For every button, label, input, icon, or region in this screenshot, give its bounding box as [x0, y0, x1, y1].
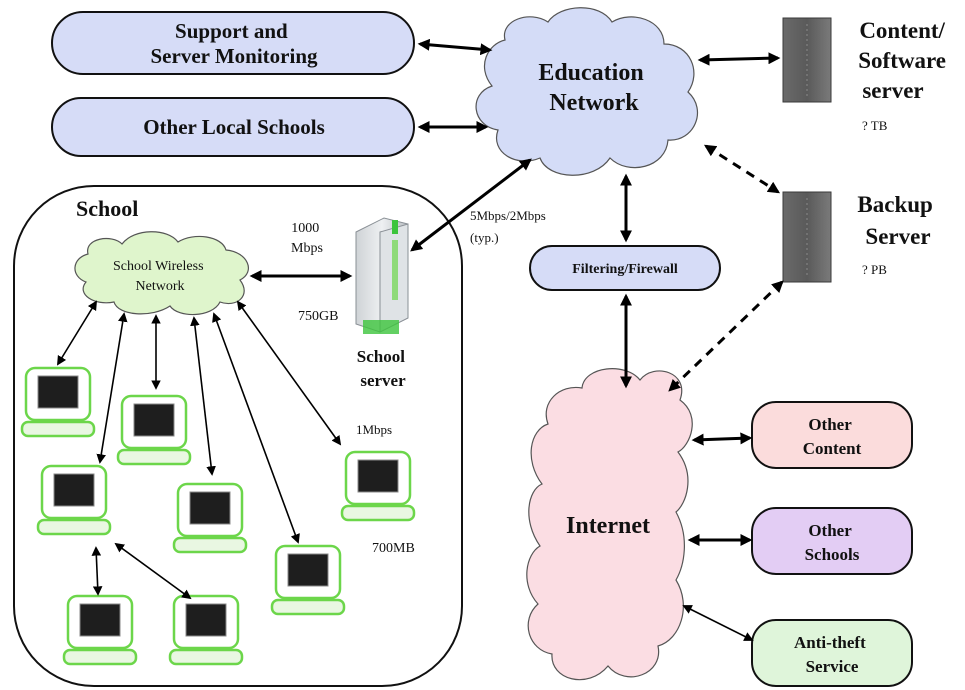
arrow-wireless-laptop6	[236, 300, 342, 446]
other-schools-node: Other Schools	[751, 507, 913, 575]
svg-text:Content/ Software: Content/ Software server	[858, 18, 951, 103]
arrow-backup-internet	[668, 280, 784, 392]
svg-text:Other Schools: Other Schools	[805, 521, 860, 564]
support-label-line2: Server Monitoring	[151, 44, 318, 68]
backup-server-node: Backup Server ? PB	[782, 191, 938, 283]
other-local-schools-label: Other Local Schools	[143, 115, 325, 139]
school-server-icon	[355, 217, 409, 334]
laptop-speed-label: 1Mbps	[356, 422, 392, 437]
laptops	[20, 366, 416, 666]
laptop-icon	[20, 366, 96, 438]
backup-server-line2: Server	[865, 224, 930, 249]
other-schools-line1: Other	[808, 521, 852, 540]
anti-theft-node: Anti-theft Service	[751, 619, 913, 687]
content-server-line1: Content/	[859, 18, 945, 43]
internet-label: Internet	[566, 513, 650, 539]
support-label-line1: Support and	[175, 19, 288, 43]
school-server-node: School server	[355, 217, 409, 390]
arrow-edu-backup	[703, 144, 781, 194]
anti-theft-line2: Service	[806, 657, 859, 676]
other-content-line2: Content	[803, 439, 862, 458]
other-local-schools-node: Other Local Schools	[51, 97, 415, 157]
filtering-firewall-node: Filtering/Firewall	[529, 245, 721, 291]
uplink-speed-label: 5Mbps/2Mbps (typ.)	[470, 208, 549, 245]
content-server-node: Content/ Software server ? TB	[782, 17, 951, 133]
school-boundary: School	[13, 185, 463, 687]
laptop-icon	[340, 450, 416, 522]
other-content-node: Other Content	[751, 401, 913, 469]
laptop-icon	[270, 544, 346, 616]
arrow-edu-content	[697, 52, 781, 66]
arrow-internet-antitheft	[682, 605, 754, 641]
support-monitoring-node: Support and Server Monitoring	[51, 11, 415, 75]
backup-server-line1: Backup	[857, 192, 932, 217]
education-network-line1: Education	[538, 60, 643, 86]
arrow-laptop3-laptop7	[91, 546, 103, 596]
laptop-icon	[62, 594, 138, 666]
wireless-line1: School Wireless	[113, 259, 204, 274]
education-network-line2: Network	[549, 90, 639, 116]
server-storage-label: 750GB	[298, 309, 338, 324]
svg-text:Education Network: Education Network	[538, 60, 649, 116]
arrow-wireless-laptop3	[96, 312, 128, 464]
wireless-line2: Network	[136, 279, 185, 294]
laptop-icon	[168, 594, 244, 666]
svg-text:School server: School server	[357, 347, 409, 390]
education-network-cloud: Education Network	[475, 7, 699, 176]
filtering-label: Filtering/Firewall	[572, 262, 678, 277]
connections	[56, 38, 784, 641]
laptop-icon	[172, 482, 248, 554]
arrow-internet-othercontent	[691, 432, 753, 446]
laptop-icon	[36, 464, 112, 536]
school-title: School	[76, 196, 138, 221]
anti-theft-line1: Anti-theft	[794, 633, 866, 652]
content-server-line2: Software	[858, 48, 946, 73]
arrow-wireless-laptop1	[56, 300, 98, 366]
svg-text:Backup Server: Backup Server	[857, 192, 938, 249]
svg-text:School Wireless Network: School Wireless Network	[113, 259, 207, 294]
arrow-support-edu	[417, 38, 493, 56]
laptop-storage-label: 700MB	[372, 541, 415, 556]
school-server-line2: server	[360, 371, 406, 390]
other-content-line1: Other	[808, 415, 852, 434]
backup-server-size: ? PB	[862, 262, 887, 277]
svg-text:Support and Server Monit: Support and Server Monitoring	[151, 19, 318, 68]
laptop-icon	[116, 394, 192, 466]
arrow-wireless-laptop4	[190, 316, 216, 476]
arrow-laptop3-laptop8	[114, 542, 192, 600]
school-wireless-cloud: School Wireless Network	[74, 231, 249, 316]
svg-text:Other Content: Other Content	[803, 415, 862, 458]
backup-server-icon	[782, 191, 832, 283]
content-server-line3: server	[862, 78, 923, 103]
link-speed-1000: 1000 Mbps	[291, 221, 323, 256]
other-schools-line2: Schools	[805, 545, 860, 564]
school-server-line1: School	[357, 347, 405, 366]
svg-text:Anti-theft Service: Anti-theft Service	[794, 633, 870, 676]
content-server-size: ? TB	[862, 118, 888, 133]
arrow-schoolserver-edu	[410, 158, 532, 252]
internet-cloud: Internet	[526, 368, 693, 681]
